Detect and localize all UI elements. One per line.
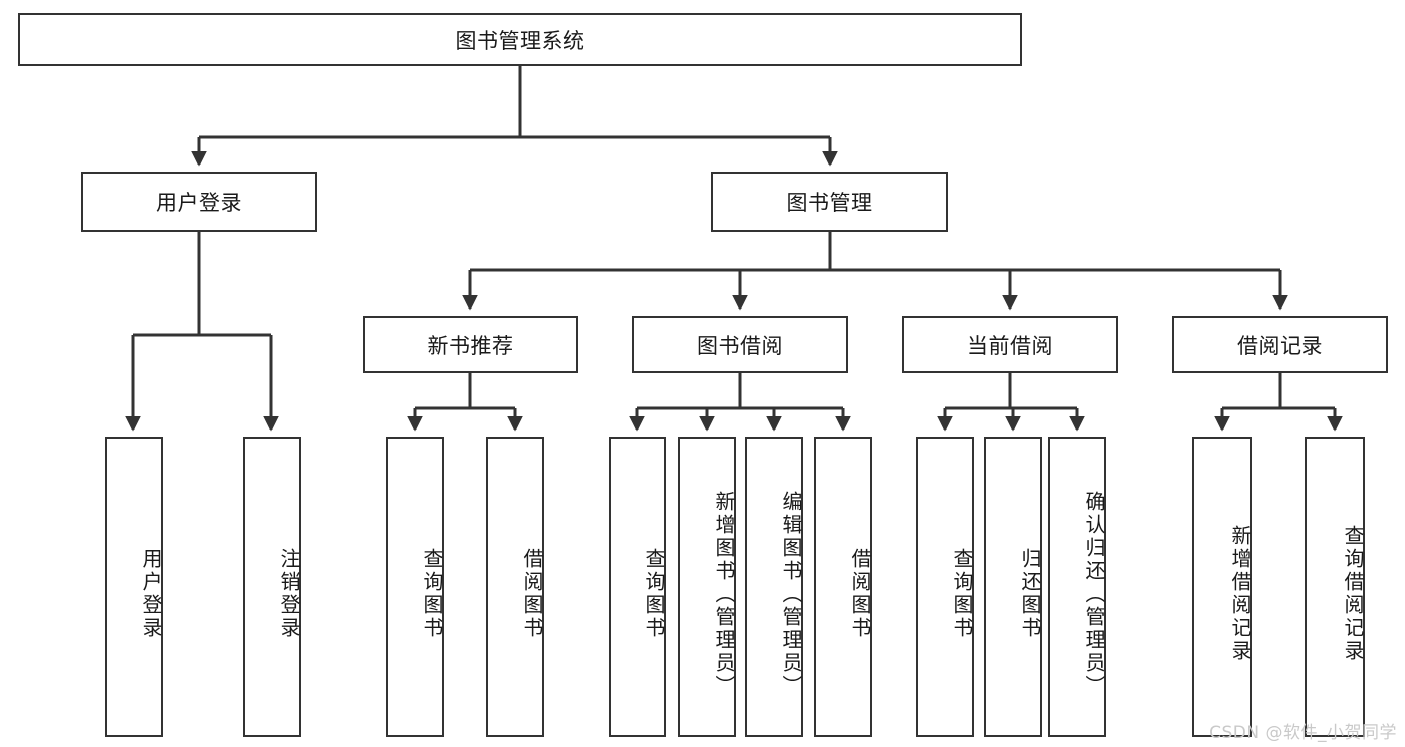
node-book-manage[interactable]: 图书管理	[711, 172, 948, 232]
node-leaf-query-book-cur-label: 查询图书	[950, 548, 974, 640]
node-leaf-query-book[interactable]: 查询图书	[609, 437, 666, 737]
node-new-book-recommend-label: 新书推荐	[427, 333, 514, 358]
node-leaf-add-book-label: 新增图书（管理员）	[712, 490, 736, 698]
node-leaf-query-book-rec-label: 查询图书	[420, 548, 444, 640]
node-borrow-record[interactable]: 借阅记录	[1172, 316, 1388, 373]
node-book-manage-label: 图书管理	[786, 191, 873, 215]
watermark-text: CSDN @软件_小贺同学	[1209, 723, 1397, 743]
node-current-borrow-label: 当前借阅	[967, 333, 1053, 358]
node-leaf-user-login-label: 用户登录	[139, 548, 163, 640]
node-leaf-borrow-book-label: 借阅图书	[848, 548, 872, 640]
node-leaf-borrow-book-rec[interactable]: 借阅图书	[486, 437, 544, 737]
node-leaf-add-record-label: 新增借阅记录	[1228, 525, 1252, 663]
node-leaf-user-logout[interactable]: 注销登录	[243, 437, 301, 737]
node-leaf-query-record[interactable]: 查询借阅记录	[1305, 437, 1365, 737]
node-leaf-borrow-book[interactable]: 借阅图书	[814, 437, 872, 737]
node-new-book-recommend[interactable]: 新书推荐	[363, 316, 578, 373]
node-leaf-query-book-label: 查询图书	[642, 548, 666, 640]
node-book-borrow[interactable]: 图书借阅	[632, 316, 848, 373]
node-leaf-return-book[interactable]: 归还图书	[984, 437, 1042, 737]
node-leaf-add-record[interactable]: 新增借阅记录	[1192, 437, 1252, 737]
node-user-login-label: 用户登录	[156, 191, 242, 215]
node-leaf-user-logout-label: 注销登录	[277, 548, 301, 640]
node-leaf-user-login[interactable]: 用户登录	[105, 437, 163, 737]
node-leaf-edit-book[interactable]: 编辑图书（管理员）	[745, 437, 803, 737]
node-leaf-query-book-rec[interactable]: 查询图书	[386, 437, 444, 737]
node-book-borrow-label: 图书借阅	[697, 333, 783, 358]
node-leaf-borrow-book-rec-label: 借阅图书	[520, 548, 544, 640]
node-root-system[interactable]: 图书管理系统	[18, 13, 1022, 66]
node-leaf-edit-book-label: 编辑图书（管理员）	[779, 490, 803, 698]
node-current-borrow[interactable]: 当前借阅	[902, 316, 1118, 373]
node-leaf-confirm-return-label: 确认归还（管理员）	[1082, 490, 1106, 698]
node-borrow-record-label: 借阅记录	[1237, 333, 1323, 358]
node-leaf-return-book-label: 归还图书	[1018, 548, 1042, 640]
node-leaf-confirm-return[interactable]: 确认归还（管理员）	[1048, 437, 1106, 737]
node-user-login[interactable]: 用户登录	[81, 172, 317, 232]
node-root-label: 图书管理系统	[455, 28, 585, 53]
node-leaf-query-record-label: 查询借阅记录	[1341, 525, 1365, 663]
node-leaf-query-book-cur[interactable]: 查询图书	[916, 437, 974, 737]
node-leaf-add-book[interactable]: 新增图书（管理员）	[678, 437, 736, 737]
